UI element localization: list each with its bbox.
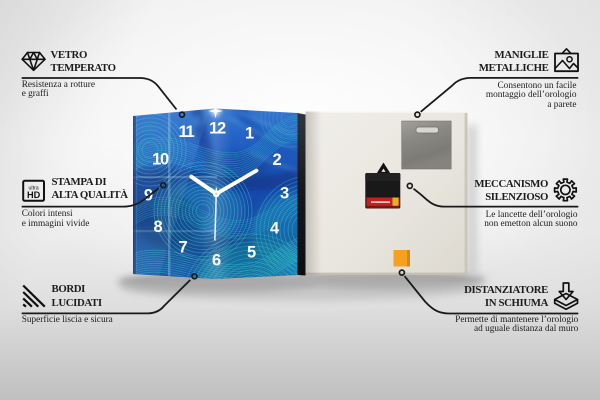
svg-text:8: 8 (154, 218, 163, 236)
svg-text:12: 12 (209, 120, 226, 138)
svg-text:5: 5 (247, 244, 256, 262)
svg-text:1: 1 (245, 125, 254, 143)
svg-text:10: 10 (152, 151, 169, 169)
svg-text:3: 3 (280, 185, 289, 203)
svg-text:6: 6 (212, 252, 221, 270)
svg-text:ultra: ultra (29, 186, 39, 192)
svg-text:HD: HD (27, 190, 41, 200)
svg-text:7: 7 (179, 239, 188, 257)
svg-text:11: 11 (179, 123, 195, 141)
svg-text:4: 4 (270, 220, 280, 238)
svg-text:2: 2 (273, 151, 282, 169)
